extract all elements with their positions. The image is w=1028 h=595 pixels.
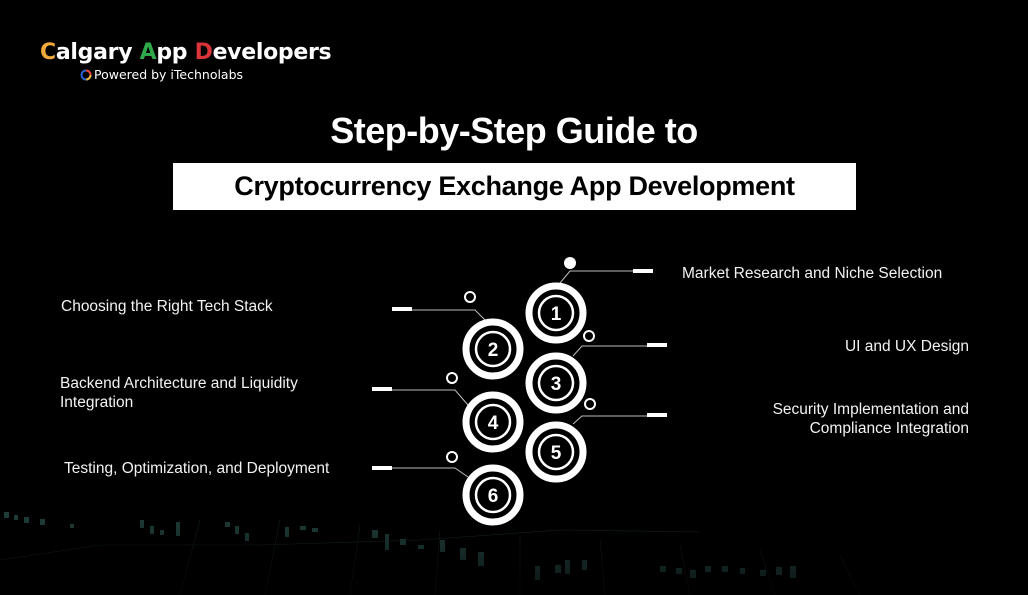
logo-letter-d: D (194, 40, 213, 65)
step-badge-6 (462, 464, 524, 526)
page-title: Step-by-Step Guide to (330, 110, 698, 151)
step-number-1: 1 (551, 304, 562, 325)
step-1-label: Market Research and Niche Selection (682, 265, 943, 282)
step-2-marker-ring (464, 291, 476, 303)
step-number-6: 6 (488, 486, 499, 507)
logo-letter-a: A (139, 40, 157, 65)
step-3-marker-ring (583, 330, 595, 342)
logo-wordmark: Calgary App Developers (40, 40, 332, 65)
step-badge-5 (525, 421, 587, 483)
powered-by-text: Powered by iTechnolabs (94, 67, 244, 82)
company-logo[interactable]: Calgary App Developers Powered by iTechn… (40, 40, 332, 82)
step-4-label: Backend Architecture and Liquidity Integ… (60, 375, 298, 411)
step-6-label: Testing, Optimization, and Deployment (64, 460, 330, 477)
itechnolabs-ring-icon (80, 69, 92, 80)
step-1-marker-dot (564, 257, 576, 269)
logo-letter-c: C (40, 40, 56, 65)
page-subtitle: Cryptocurrency Exchange App Development (234, 171, 795, 201)
step-number-3: 3 (551, 374, 562, 395)
step-badge-1 (525, 282, 587, 344)
step-number-4: 4 (488, 413, 499, 434)
step-5-label: Security Implementation and Compliance I… (772, 401, 969, 437)
page-subtitle-banner: Cryptocurrency Exchange App Development (173, 163, 856, 210)
step-3-label: UI and UX Design (844, 338, 969, 355)
step-badge-4 (462, 391, 524, 453)
step-6-marker-ring (446, 451, 458, 463)
step-2-label: Choosing the Right Tech Stack (61, 298, 273, 315)
step-badge-3 (525, 352, 587, 414)
step-badge-2 (462, 318, 524, 380)
step-4-marker-ring (446, 372, 458, 384)
step-number-5: 5 (551, 443, 562, 464)
step-5-marker-ring (584, 398, 596, 410)
step-number-2: 2 (488, 340, 499, 361)
logo-tagline: Powered by iTechnolabs (80, 67, 331, 82)
